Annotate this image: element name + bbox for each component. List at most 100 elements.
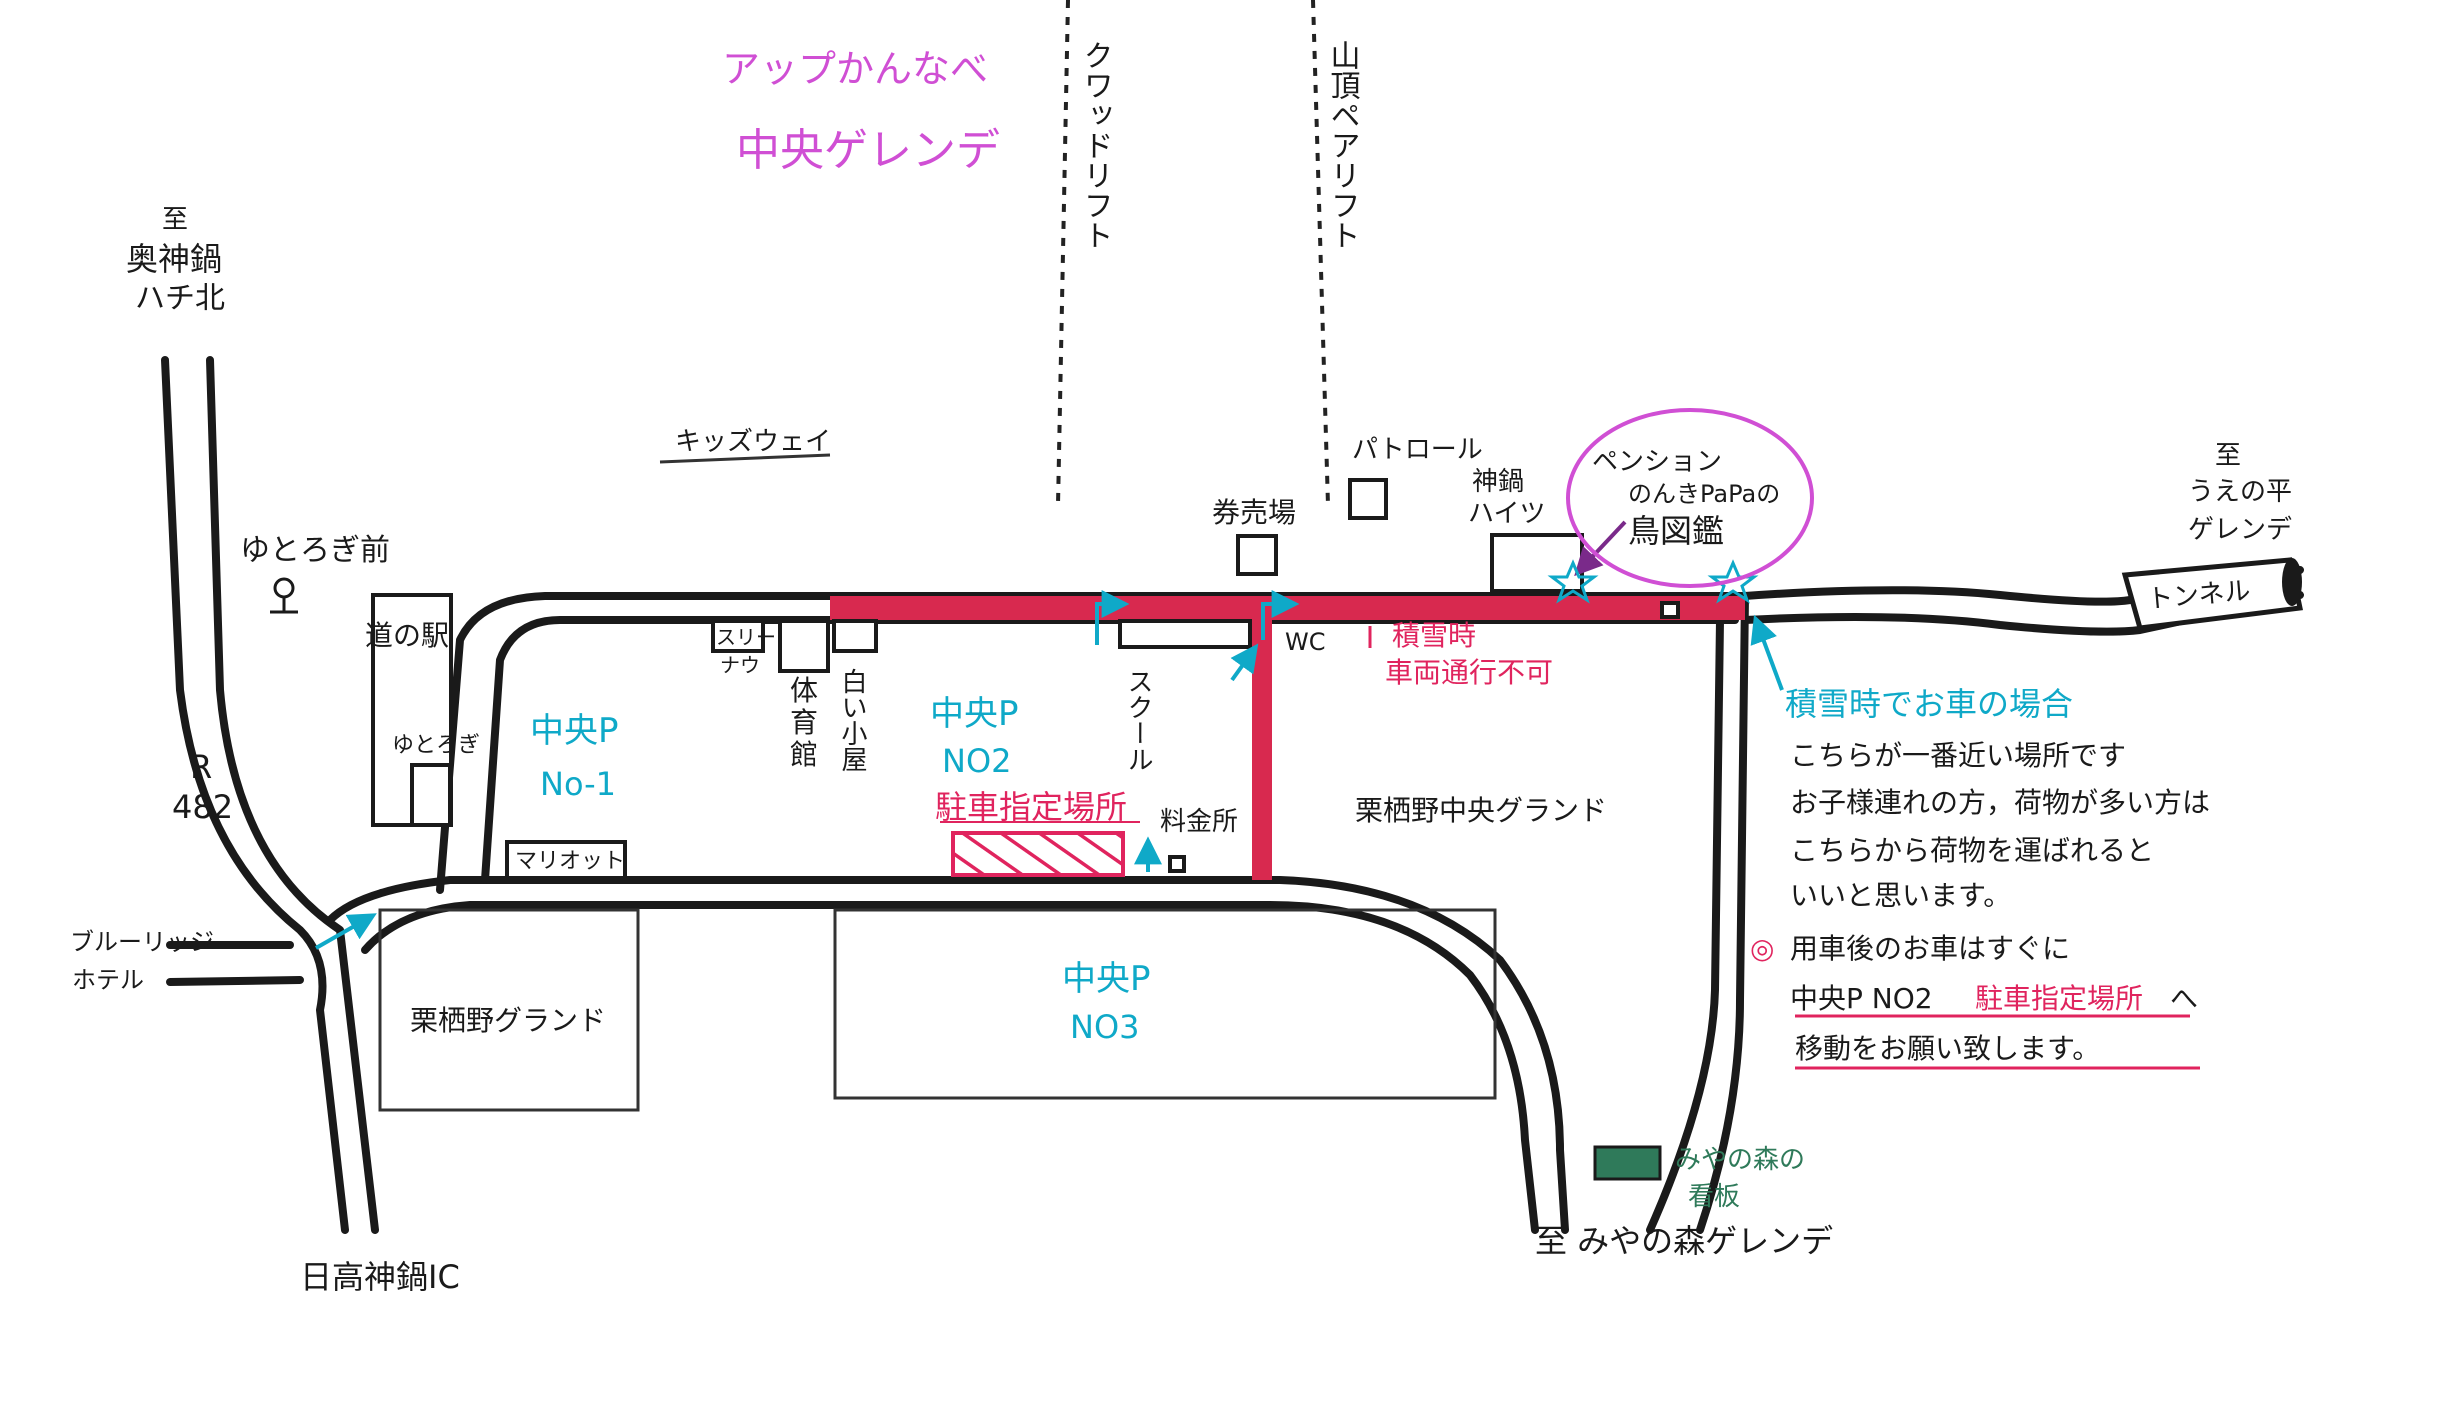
snow-note-line1: こちらが一番近い場所です <box>1790 739 2126 772</box>
lower-road-edge <box>361 901 1539 1234</box>
small-shed <box>1660 601 1680 619</box>
marriott-label: マリオット <box>515 849 625 874</box>
after-use-note-lead: 用車後のお車はすぐに <box>1790 932 2070 965</box>
school-label: スクール <box>1123 668 1153 772</box>
parking-1-label-line1: 中央P <box>530 711 619 751</box>
miyanomori-sign-label-line2: 看板 <box>1688 1182 1740 1212</box>
michinoeki-label: 道の駅 <box>365 619 449 652</box>
wc-label: WC <box>1285 628 1326 656</box>
fee-label: 料金所 <box>1160 807 1238 837</box>
miyanomori-sign <box>1593 1145 1662 1181</box>
arrows <box>315 520 1784 950</box>
after-use-note-parking: 中央P NO2 <box>1790 982 1933 1015</box>
snow-note-heading: 積雪時でお車の場合 <box>1785 685 2073 723</box>
upper-loop-road-inner <box>481 616 1739 884</box>
pension-star-icon <box>1547 559 1599 604</box>
pension-label-line1: ペンション <box>1592 447 1722 477</box>
wc-arrow-2-icon <box>1230 643 1259 682</box>
roads <box>161 356 2304 1234</box>
school-building <box>1118 619 1252 649</box>
route-482-road <box>161 356 349 1234</box>
north-direction-line1: 奥神鍋 <box>126 240 222 278</box>
blueridge-label-line1: ブルーリッジ <box>70 928 214 956</box>
slee-label-line1: スリー <box>716 625 776 649</box>
kidsway-label: キッズウェイ <box>675 427 831 457</box>
pension-arrow-icon <box>1574 520 1627 577</box>
designated-parking-label: 駐車指定場所 <box>935 788 1127 826</box>
yutorogi-label: ゆとろぎ <box>392 733 480 758</box>
yutorogi-mae-label: ゆとろぎ前 <box>240 533 390 568</box>
gym-label-line2: 育 <box>790 706 818 739</box>
quad-lift-label: クワッドリフト <box>1078 40 1113 250</box>
gym-label-line1: 体 <box>790 674 818 707</box>
school-arrow-icon <box>1095 590 1130 645</box>
east-direction-line3: ゲレンデ <box>2188 515 2292 545</box>
heights-label-line1: 神鍋 <box>1472 467 1524 497</box>
note-bullet-icon: ◎ <box>1750 932 1774 965</box>
snow-closed-line2: 車両通行不可 <box>1385 656 1553 689</box>
interchange-label: 日高神鍋IC <box>300 1258 460 1296</box>
kuriground-area <box>378 908 640 1112</box>
east-road <box>1696 592 1749 1234</box>
heights-label-line2: ハイツ <box>1468 499 1545 529</box>
marriott-building <box>505 840 627 880</box>
area-name-line1: アップかんなべ <box>722 47 988 91</box>
kidsway-line <box>659 453 831 464</box>
lower-road <box>326 876 1569 1234</box>
snow-note-line3: こちらから荷物を運ばれると <box>1790 834 2154 867</box>
fee-booth <box>1168 855 1186 873</box>
pension-label-line3: 鳥図鑑 <box>1628 512 1724 550</box>
route-label: R <box>190 748 212 786</box>
lifts: クワッドリフト 山頂ペアリフト <box>1056 0 1360 506</box>
route-number: 482 <box>172 788 233 826</box>
bus-stop-icon <box>270 577 298 614</box>
after-use-note-he: へ <box>2170 982 2198 1015</box>
snow-note-line2: お子様連れの方，荷物が多い方は <box>1790 786 2210 819</box>
slee-label-line2: ナウ <box>720 653 760 677</box>
central-ground-label: 栗栖野中央グランド <box>1355 794 1607 827</box>
pair-lift-label: 山頂ペアリフト <box>1325 40 1360 250</box>
pension-label-line2: のんきPaPaの <box>1628 480 1780 508</box>
tunnel-road <box>1741 566 2304 606</box>
ticket-label: 券売場 <box>1212 496 1296 529</box>
ticket-building <box>1236 534 1278 576</box>
parking-3-label-line1: 中央P <box>1062 959 1151 999</box>
east-direction-line2: うえの平 <box>2188 477 2292 507</box>
pension-highlight-circle <box>1566 408 1814 588</box>
parking-2-label-line1: 中央P <box>930 694 1019 734</box>
parking-1-label-line2: No-1 <box>540 765 616 803</box>
upper-loop-road <box>436 592 1749 894</box>
designated-parking-area <box>951 831 1125 877</box>
entry-arrow-icon <box>315 913 377 950</box>
parking-3-area <box>833 908 1497 1100</box>
south-direction-label: 至 みやの森ゲレンデ <box>1535 1222 1833 1260</box>
blueridge-road-edge <box>166 976 304 986</box>
parking-3-label-line2: NO3 <box>1070 1008 1139 1046</box>
slee-building <box>711 619 765 653</box>
buildings <box>270 478 2304 1181</box>
north-direction-line2: ハチ北 <box>135 281 225 316</box>
patrol-label: パトロール <box>1352 435 1483 465</box>
yutorogi-building <box>410 763 452 827</box>
patrol-building <box>1348 478 1388 520</box>
underlines <box>940 821 2200 1070</box>
area-name-line2: 中央ゲレンデ <box>736 125 1000 176</box>
east-road-inner <box>1646 616 1724 1234</box>
shirokoya-label: 白い小屋 <box>837 668 867 772</box>
parking-2-label-line2: NO2 <box>942 742 1011 780</box>
shirokoya-building <box>832 619 878 653</box>
closed-road-segment <box>830 596 1745 620</box>
tunnel <box>2121 557 2304 631</box>
gym-label-line3: 館 <box>790 738 818 771</box>
gym-building <box>778 619 830 673</box>
after-use-note-last: 移動をお願い致します。 <box>1795 1032 2100 1065</box>
route-482-road-edge <box>206 356 379 1234</box>
labels: アップかんなべ 中央ゲレンデ 至 奥神鍋 ハチ北 至 うえの平 ゲレンデ R 4… <box>70 47 2292 1296</box>
miyanomori-sign-label-line1: みやの森の <box>1675 1145 1805 1175</box>
wc-arrow-icon <box>1261 590 1300 640</box>
after-use-note-designated: 駐車指定場所 <box>1975 982 2143 1015</box>
snow-closed-line1: 積雪時 <box>1392 619 1476 652</box>
north-direction-mark: 至 <box>162 205 188 235</box>
snow-note-line4: いいと思います。 <box>1790 879 2011 912</box>
